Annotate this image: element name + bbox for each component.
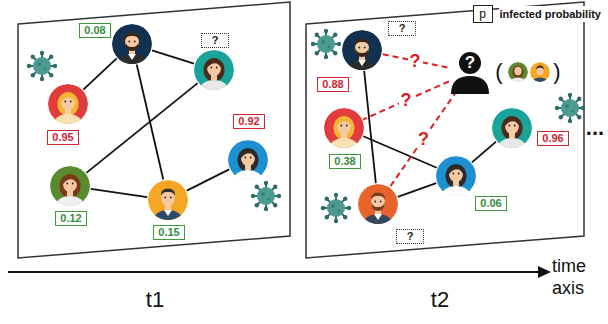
unknown-tag: ? [201,33,230,48]
ellipsis: ... [586,117,604,139]
virus-icon [311,29,341,59]
virus-icon [321,193,351,223]
probability-tag: 0.88 [317,77,348,92]
contact-link [152,50,194,63]
person-node: ?0.88 [342,30,382,70]
person-node: 0.06 [436,156,476,196]
probability-tag: 0.08 [79,23,110,38]
person-node: 0.15 [148,180,188,220]
edge-question: ? [416,130,431,148]
person-avatar [148,180,188,220]
contact-link [398,183,436,197]
contact-link [364,71,376,183]
legend-swatch: p [473,5,493,23]
person-node: 0.08 [112,24,152,64]
probability-tag: 0.15 [153,225,184,240]
time-axis-arrowhead [538,266,551,278]
person-avatar [194,50,234,90]
edge-question: ? [408,52,423,70]
probability-tag: 0.06 [475,196,506,211]
contact-link [187,169,229,190]
person-avatar [492,108,532,148]
person-avatar [228,140,268,180]
time-slice-panel [306,2,584,258]
person-node: ? [194,50,234,90]
bracket: ) [553,61,560,83]
time-label: t1 [146,289,164,311]
unknown-mark: ? [448,53,492,73]
small-avatar [530,62,550,89]
unknown-tag: ? [396,229,425,244]
virus-icon [555,93,585,123]
person-avatar [48,84,88,124]
person-node: ? [358,184,398,224]
person-avatar [112,24,152,64]
probability-tag: 0.95 [47,130,78,145]
person-avatar [358,184,398,224]
virus-icon [251,181,281,211]
unknown-person-node: ? [448,50,492,94]
time-slice-panel [18,2,290,258]
edge-question: ? [399,91,414,109]
probability-tag: 0.12 [55,211,86,226]
contact-link [472,142,496,163]
small-avatar [508,62,528,89]
probability-tag: 0.38 [329,154,360,169]
person-node: 0.38 [324,108,364,148]
legend-sample-letter: p [479,7,486,21]
probability-tag: 0.96 [537,131,568,146]
probability-tag: 0.92 [233,114,264,129]
time-axis-line [8,271,540,273]
person-node: 0.12 [50,166,90,206]
unknown-contact-link [363,81,449,119]
legend-text: infected probability [499,6,602,22]
virus-icon [27,51,57,81]
person-node: 0.92 [228,140,268,180]
person-node: 0.95 [48,84,88,124]
contact-link [91,189,147,197]
time-label: t2 [431,289,449,311]
person-node: 0.96 [492,108,532,148]
person-avatar [324,108,364,148]
person-avatar [342,30,382,70]
contact-link [86,83,197,173]
contact-link [83,58,116,89]
bracket: ( [495,61,502,83]
unknown-tag: ? [388,21,417,36]
person-avatar [436,156,476,196]
person-avatar [50,166,90,206]
axis-label: time axis [552,256,598,299]
